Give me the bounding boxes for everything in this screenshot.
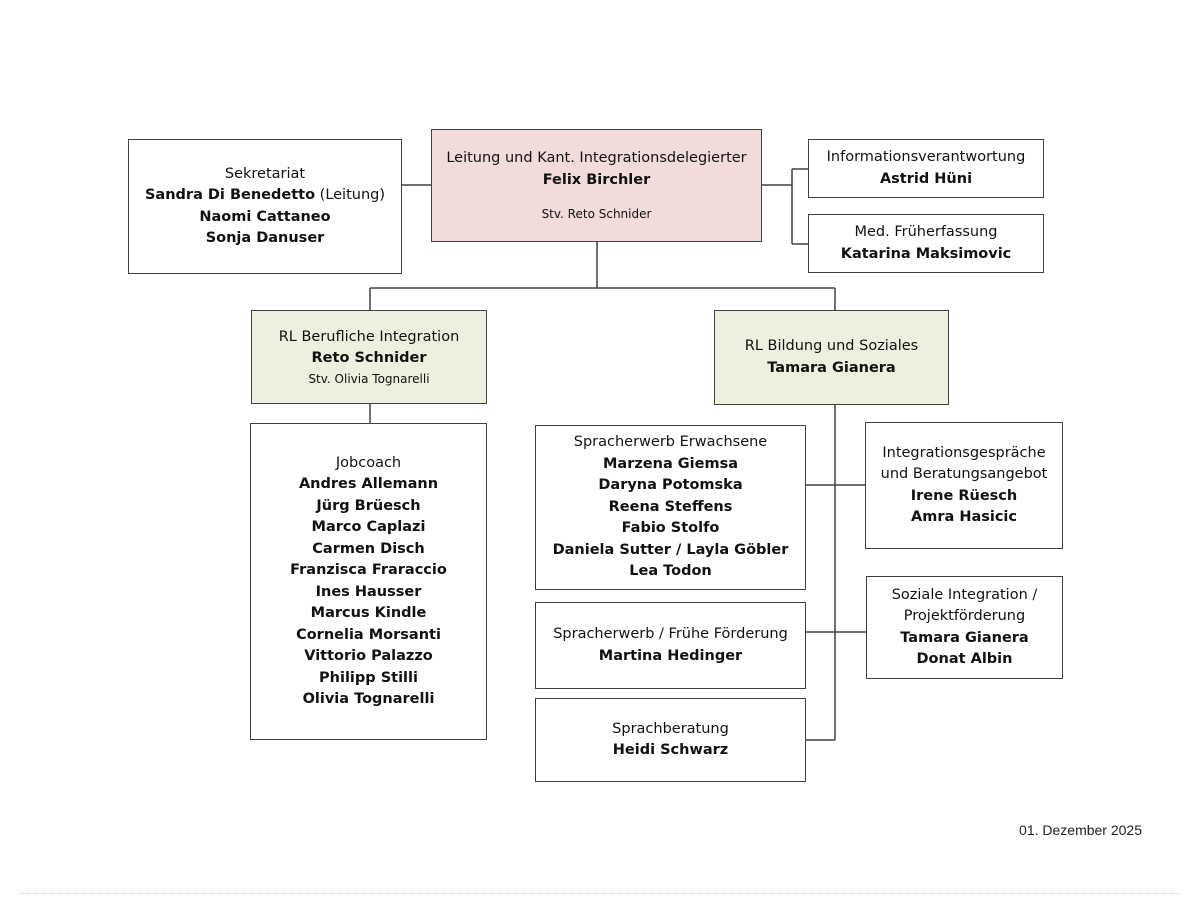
frueherfassung-title: Med. Früherfassung xyxy=(854,224,998,240)
box-jobcoach: Jobcoach Andres Allemann Jürg Brüesch Ma… xyxy=(250,423,487,740)
information-title: Informationsverantwortung xyxy=(826,149,1026,165)
footer-date: 01. Dezember 2025 xyxy=(1019,822,1142,838)
leitung-deputy: Stv. Reto Schnider xyxy=(541,207,652,221)
sprach-erwachsene-member: Fabio Stolfo xyxy=(621,520,720,537)
box-rl-bildung: RL Bildung und Soziales Tamara Gianera xyxy=(714,310,949,405)
jobcoach-member: Andres Allemann xyxy=(298,476,439,492)
box-leitung: Leitung und Kant. Integrationsdelegierte… xyxy=(431,129,762,242)
jobcoach-member: Vittorio Palazzo xyxy=(304,648,433,664)
box-frueherfassung: Med. Früherfassung Katarina Maksimovic xyxy=(808,214,1044,273)
integrationsgespraeche-member: Amra Hasicic xyxy=(911,509,1017,525)
integrationsgespraeche-title-line: und Beratungsangebot xyxy=(880,466,1048,482)
sprach-frueh-member: Martina Hedinger xyxy=(598,647,743,664)
jobcoach-title: Jobcoach xyxy=(335,454,402,471)
information-name: Astrid Hüni xyxy=(879,170,973,187)
soziale-member: Donat Albin xyxy=(916,651,1013,667)
sprach-frueh-title: Spracherwerb / Frühe Förderung xyxy=(553,626,788,642)
integrationsgespraeche-member: Irene Rüesch xyxy=(910,487,1018,504)
box-sekretariat: Sekretariat Sandra Di Benedetto (Leitung… xyxy=(128,139,402,274)
rl-bildung-name: Tamara Gianera xyxy=(767,359,896,376)
sprach-erwachsene-member: Marzena Giemsa xyxy=(602,455,739,472)
sprach-erwachsene-member: Daniela Sutter / Layla Göbler xyxy=(552,541,789,558)
sekretariat-title: Sekretariat xyxy=(224,165,306,182)
box-information: Informationsverantwortung Astrid Hüni xyxy=(808,139,1044,198)
jobcoach-member: Jürg Brüesch xyxy=(316,497,421,514)
rl-beruflich-title: RL Berufliche Integration xyxy=(278,328,460,345)
sprach-erwachsene-member: Lea Todon xyxy=(629,563,712,580)
leitung-name: Felix Birchler xyxy=(542,171,651,188)
jobcoach-member: Marco Caplazi xyxy=(311,519,426,535)
sekretariat-lead: Sandra Di Benedetto (Leitung) xyxy=(144,187,386,203)
box-sprach-erwachsene: Spracherwerb Erwachsene Marzena Giemsa D… xyxy=(535,425,806,590)
box-soziale: Soziale Integration / Projektförderung T… xyxy=(866,576,1063,679)
integrationsgespraeche-title-line: Integrationsgespräche xyxy=(882,444,1046,461)
soziale-title-line: Projektförderung xyxy=(903,608,1026,624)
jobcoach-member: Olivia Tognarelli xyxy=(302,691,435,707)
footer-divider xyxy=(20,893,1180,894)
jobcoach-member: Carmen Disch xyxy=(312,540,425,557)
sprach-erwachsene-member: Reena Steffens xyxy=(608,498,733,515)
jobcoach-member: Philipp Stilli xyxy=(319,669,418,686)
box-sprach-frueh: Spracherwerb / Frühe Förderung Martina H… xyxy=(535,602,806,689)
frueherfassung-name: Katarina Maksimovic xyxy=(840,245,1012,262)
rl-bildung-title: RL Bildung und Soziales xyxy=(744,338,919,354)
leitung-title: Leitung und Kant. Integrationsdelegierte… xyxy=(446,150,747,166)
jobcoach-member: Cornelia Morsanti xyxy=(296,626,441,643)
jobcoach-member: Franzisca Fraraccio xyxy=(290,562,447,578)
jobcoach-member: Marcus Kindle xyxy=(310,605,427,621)
sekretariat-member: Naomi Cattaneo xyxy=(199,208,331,225)
sprachberatung-member: Heidi Schwarz xyxy=(612,742,729,758)
sekretariat-member: Sonja Danuser xyxy=(205,230,325,246)
soziale-title-line: Soziale Integration / xyxy=(891,586,1038,603)
box-integrationsgespraeche: Integrationsgespräche und Beratungsangeb… xyxy=(865,422,1063,549)
jobcoach-member: Ines Hausser xyxy=(315,583,422,600)
rl-beruflich-deputy: Stv. Olivia Tognarelli xyxy=(308,371,430,386)
sprach-erwachsene-member: Daryna Potomska xyxy=(598,477,743,494)
rl-beruflich-name: Reto Schnider xyxy=(311,350,427,366)
soziale-member: Tamara Gianera xyxy=(900,629,1029,646)
box-rl-beruflich: RL Berufliche Integration Reto Schnider … xyxy=(251,310,487,404)
sprach-erwachsene-title: Spracherwerb Erwachsene xyxy=(573,434,768,451)
sprachberatung-title: Sprachberatung xyxy=(612,720,729,737)
box-sprachberatung: Sprachberatung Heidi Schwarz xyxy=(535,698,806,782)
